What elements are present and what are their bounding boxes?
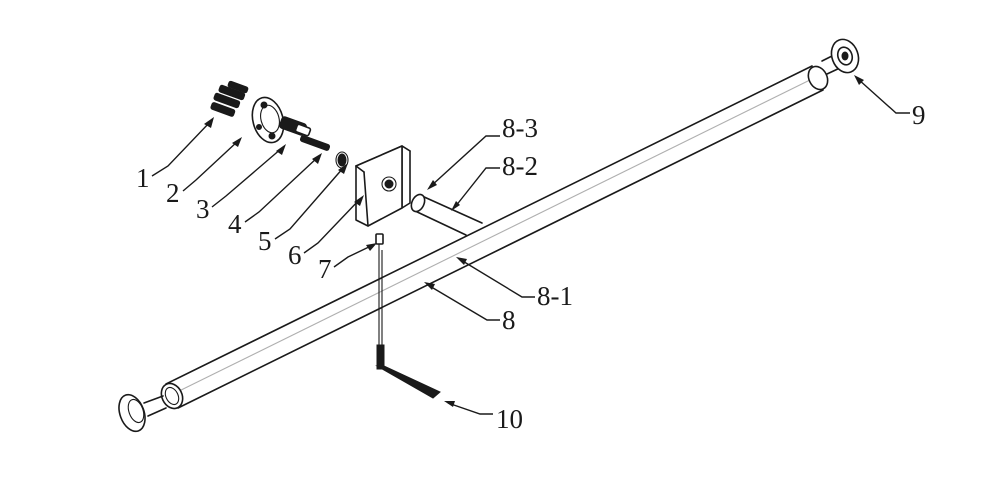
label-8-3: 8-3 [502, 113, 538, 143]
l-shaped-rod [375, 250, 441, 399]
label-4: 4 [228, 209, 242, 239]
right-end-cap [821, 38, 860, 75]
label-5: 5 [258, 226, 272, 256]
small-nut [375, 233, 384, 250]
label-8: 8 [502, 305, 516, 335]
label-8-1: 8-1 [537, 281, 573, 311]
label-7: 7 [318, 254, 332, 284]
left-end-knob [118, 393, 167, 433]
leader-lines [151, 75, 910, 415]
fastener-stack [210, 80, 349, 169]
label-1: 1 [136, 163, 150, 193]
label-2: 2 [166, 178, 180, 208]
part-labels: 1 2 3 4 5 6 7 8-3 8-2 8-1 8 9 10 [136, 100, 926, 434]
shaft [299, 135, 331, 151]
cross-tube [410, 193, 483, 236]
screws [210, 80, 249, 117]
label-10: 10 [496, 404, 523, 434]
label-6: 6 [288, 240, 302, 270]
label-3: 3 [196, 194, 210, 224]
label-8-2: 8-2 [502, 151, 538, 181]
label-9: 9 [912, 100, 926, 130]
main-tube [160, 65, 829, 410]
hub [279, 116, 312, 137]
flange-ring [251, 96, 285, 144]
mounting-block [355, 145, 411, 227]
